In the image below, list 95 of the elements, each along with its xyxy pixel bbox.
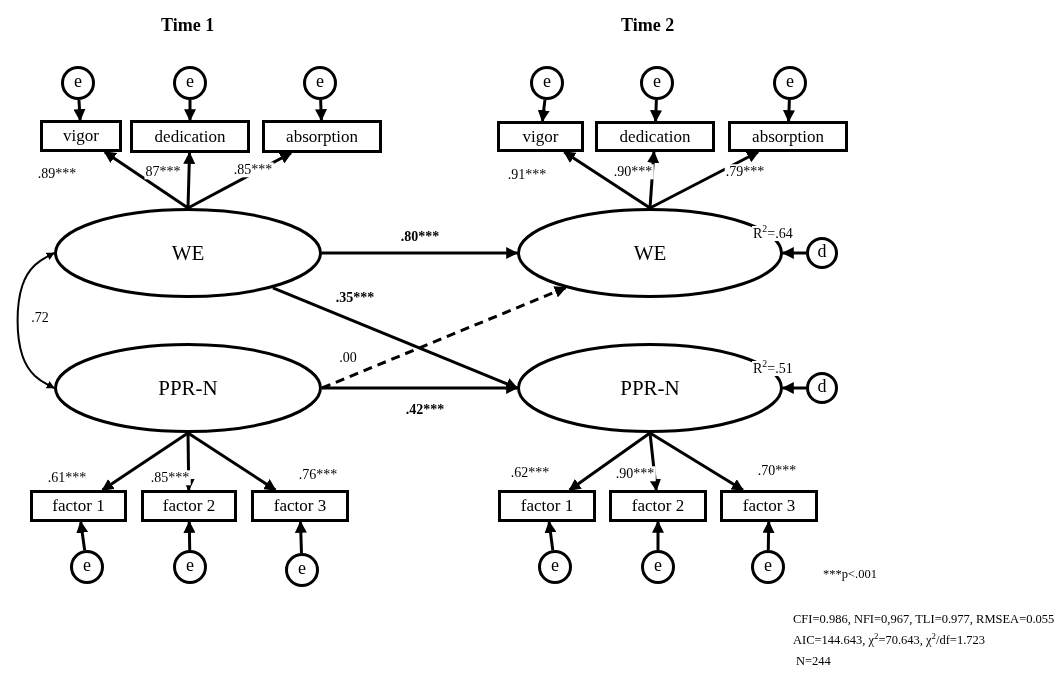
node-label: e xyxy=(654,554,662,576)
indicator-box xyxy=(728,121,848,152)
path-arrow xyxy=(563,150,651,210)
node-label: e xyxy=(83,554,91,576)
path-arrow xyxy=(762,520,775,551)
node-label: absorption xyxy=(286,126,358,147)
edge-label: .90*** xyxy=(614,466,656,482)
path-arrow xyxy=(652,520,664,550)
node-label: e xyxy=(764,554,772,576)
error-circle xyxy=(303,66,337,100)
path-arrow xyxy=(16,252,55,389)
error-circle xyxy=(538,550,572,584)
indicator-box xyxy=(40,120,122,152)
node-label: e xyxy=(551,554,559,576)
node-label: factor 2 xyxy=(631,496,685,516)
r-squared-label: R$^{2}$=.64 xyxy=(752,226,794,242)
error-circle xyxy=(773,66,807,100)
node-label: vigor xyxy=(522,126,559,147)
node-label: e xyxy=(543,70,551,92)
indicator-box xyxy=(141,490,237,522)
node-label: factor 1 xyxy=(52,496,105,516)
error-circle xyxy=(173,66,207,100)
node-label: vigor xyxy=(63,126,99,146)
path-arrow xyxy=(322,247,519,259)
edge-label: 87*** xyxy=(144,164,182,180)
node-label: e xyxy=(786,70,794,92)
path-arrow xyxy=(184,100,196,122)
node-label: dedication xyxy=(154,126,226,147)
error-circle xyxy=(61,66,95,100)
node-label: absorption xyxy=(752,126,824,147)
node-label: d xyxy=(817,375,827,397)
indicator-box xyxy=(720,490,818,522)
indicator-box xyxy=(595,121,715,152)
node-label: PPR-N xyxy=(158,375,218,401)
fit-note: CFI=0.986, NFI=0,967, TLI=0.977, RMSEA=0.055 xyxy=(792,613,1056,627)
path-arrow xyxy=(544,520,557,551)
error-circle xyxy=(751,550,785,584)
indicator-box xyxy=(498,490,596,522)
error-circle xyxy=(530,66,564,100)
error-circle xyxy=(641,550,675,584)
path-arrow xyxy=(649,150,760,210)
indicator-box xyxy=(251,490,349,522)
node-label: d xyxy=(817,240,827,262)
fit-note: ***p<.001 xyxy=(822,568,878,582)
node-label: WE xyxy=(171,240,205,266)
fit-note: AIC=144.643, χ$^{2}$=70.643, χ$^{2}$/df=1.723 xyxy=(792,634,987,648)
latent-variable-ellipse xyxy=(54,343,322,433)
node-label: e xyxy=(298,557,306,579)
node-label: e xyxy=(74,70,82,92)
path-arrow xyxy=(103,150,189,210)
path-arrow xyxy=(272,286,519,390)
path-arrow xyxy=(183,520,196,551)
path-arrow xyxy=(649,431,744,492)
error-circle xyxy=(70,550,104,584)
edge-label: .85*** xyxy=(149,470,191,486)
node-label: WE xyxy=(633,240,667,266)
path-arrow xyxy=(322,382,519,394)
node-label: dedication xyxy=(619,126,691,147)
node-label: factor 1 xyxy=(520,496,574,516)
path-arrow xyxy=(294,520,307,554)
path-arrow xyxy=(781,247,806,259)
path-arrow xyxy=(537,99,550,123)
path-arrow xyxy=(73,99,86,122)
node-label: PPR-N xyxy=(620,375,680,401)
indicator-box xyxy=(262,120,382,153)
edge-label: .90*** xyxy=(612,164,654,180)
path-arrow xyxy=(650,99,662,123)
node-label: e xyxy=(653,70,661,92)
node-label: factor 3 xyxy=(742,496,796,516)
path-arrow xyxy=(781,382,806,394)
path-arrow xyxy=(187,431,277,492)
node-label: e xyxy=(186,70,194,92)
error-circle xyxy=(806,237,838,269)
latent-variable-ellipse xyxy=(54,208,322,298)
node-label: factor 3 xyxy=(273,496,327,516)
indicator-box xyxy=(130,120,250,153)
indicator-box xyxy=(30,490,127,522)
node-label: e xyxy=(186,554,194,576)
error-circle xyxy=(806,372,838,404)
indicator-box xyxy=(609,490,707,522)
edge-label: .85*** xyxy=(232,162,274,178)
path-arrow xyxy=(568,431,651,492)
path-arrow xyxy=(183,151,196,209)
error-circle xyxy=(640,66,674,100)
path-arrow xyxy=(321,286,567,390)
path-arrow xyxy=(783,99,795,123)
error-circle xyxy=(173,550,207,584)
path-arrow xyxy=(101,431,189,492)
node-label: factor 2 xyxy=(162,496,216,516)
r-squared-label: R$^{2}$=.51 xyxy=(752,361,794,377)
path-arrow xyxy=(76,520,89,551)
indicator-box xyxy=(497,121,584,152)
error-circle xyxy=(285,553,319,587)
node-label: e xyxy=(316,70,324,92)
path-arrow xyxy=(315,99,327,122)
